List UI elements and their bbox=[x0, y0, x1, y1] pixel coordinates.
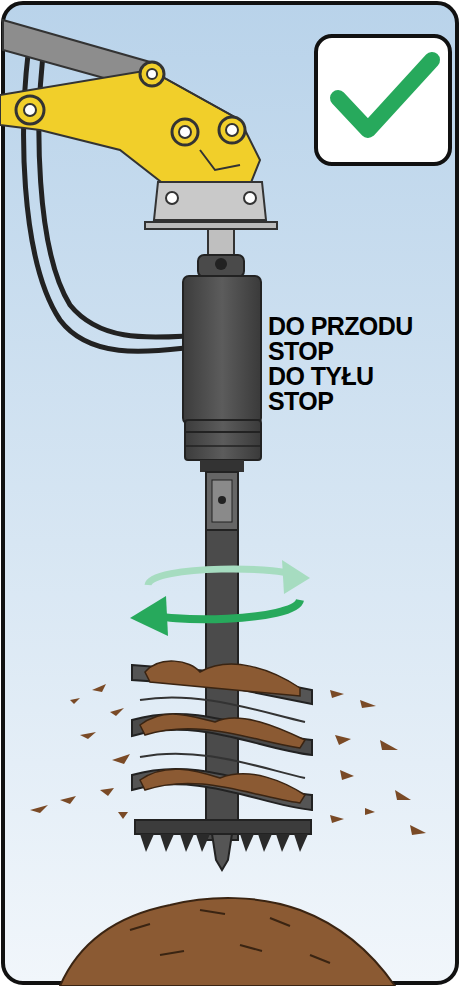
excavator-arm bbox=[0, 20, 277, 229]
direction-instruction: DO TYŁU bbox=[268, 364, 374, 389]
check-mark-box bbox=[316, 36, 450, 164]
flying-soil bbox=[30, 684, 426, 835]
direction-instruction: STOP bbox=[268, 339, 333, 364]
soil-on-flights bbox=[140, 661, 305, 803]
rotation-arrows bbox=[130, 560, 310, 636]
auger-motor bbox=[183, 229, 261, 840]
soil-pile bbox=[60, 898, 395, 986]
direction-instruction: DO PRZODU bbox=[268, 314, 413, 339]
direction-instruction: STOP bbox=[268, 389, 333, 414]
cutter-head bbox=[135, 820, 311, 870]
